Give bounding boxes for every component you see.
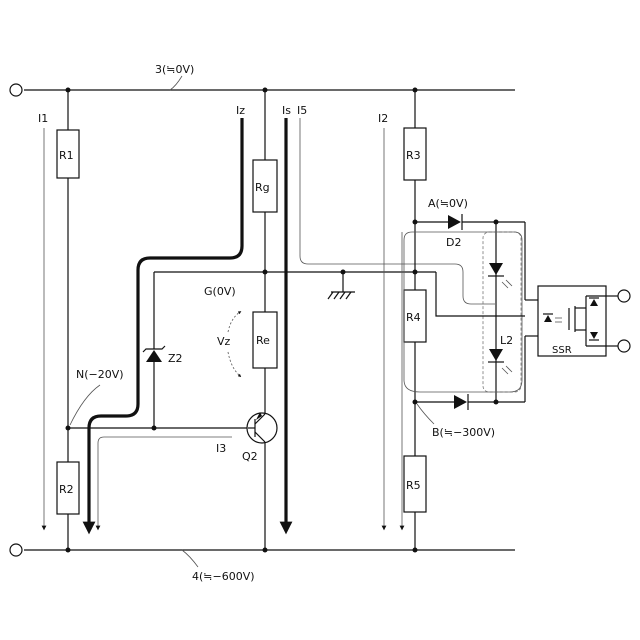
rail-bottom-label: 4(≒−600V) [192, 570, 255, 583]
led-upper [488, 263, 512, 288]
ssr-relay [538, 286, 606, 356]
r4-label: R4 [406, 311, 421, 324]
iz-path [89, 118, 242, 528]
z2-label: Z2 [168, 352, 183, 365]
r3-label: R3 [406, 149, 421, 162]
top-left-terminal [10, 84, 22, 96]
diode-bottom [454, 394, 468, 410]
l2-label: L2 [500, 334, 513, 347]
iz-label: Iz [236, 104, 245, 117]
n-label: N(−20V) [76, 368, 124, 381]
re-label: Re [256, 334, 270, 347]
rail-top-label: 3(≒0V) [155, 63, 194, 76]
i2-label: I2 [378, 112, 388, 125]
ssr-terminal-bottom [618, 340, 630, 352]
r1-label: R1 [59, 149, 74, 162]
vz-label: Vz [217, 335, 231, 348]
ssr-terminal-top [618, 290, 630, 302]
i1-label: I1 [38, 112, 48, 125]
led-lower [488, 349, 512, 374]
is-label: Is [282, 104, 291, 117]
ground-symbol [328, 292, 355, 299]
i5-path [300, 118, 495, 304]
i3-path [98, 437, 232, 528]
ssr-label: SSR [552, 345, 572, 356]
q2-label: Q2 [242, 450, 258, 463]
r5-label: R5 [406, 479, 421, 492]
r2-label: R2 [59, 483, 74, 496]
d2-label: D2 [446, 236, 461, 249]
transistor-q2 [247, 412, 277, 443]
a-label: A(≒0V) [428, 197, 468, 210]
b-label: B(≒−300V) [432, 426, 495, 439]
g-label: G(0V) [204, 285, 236, 298]
diode-d2 [448, 214, 462, 230]
bottom-left-terminal [10, 544, 22, 556]
rg-label: Rg [255, 181, 270, 194]
i5-label: I5 [297, 104, 307, 117]
i3-label: I3 [216, 442, 226, 455]
